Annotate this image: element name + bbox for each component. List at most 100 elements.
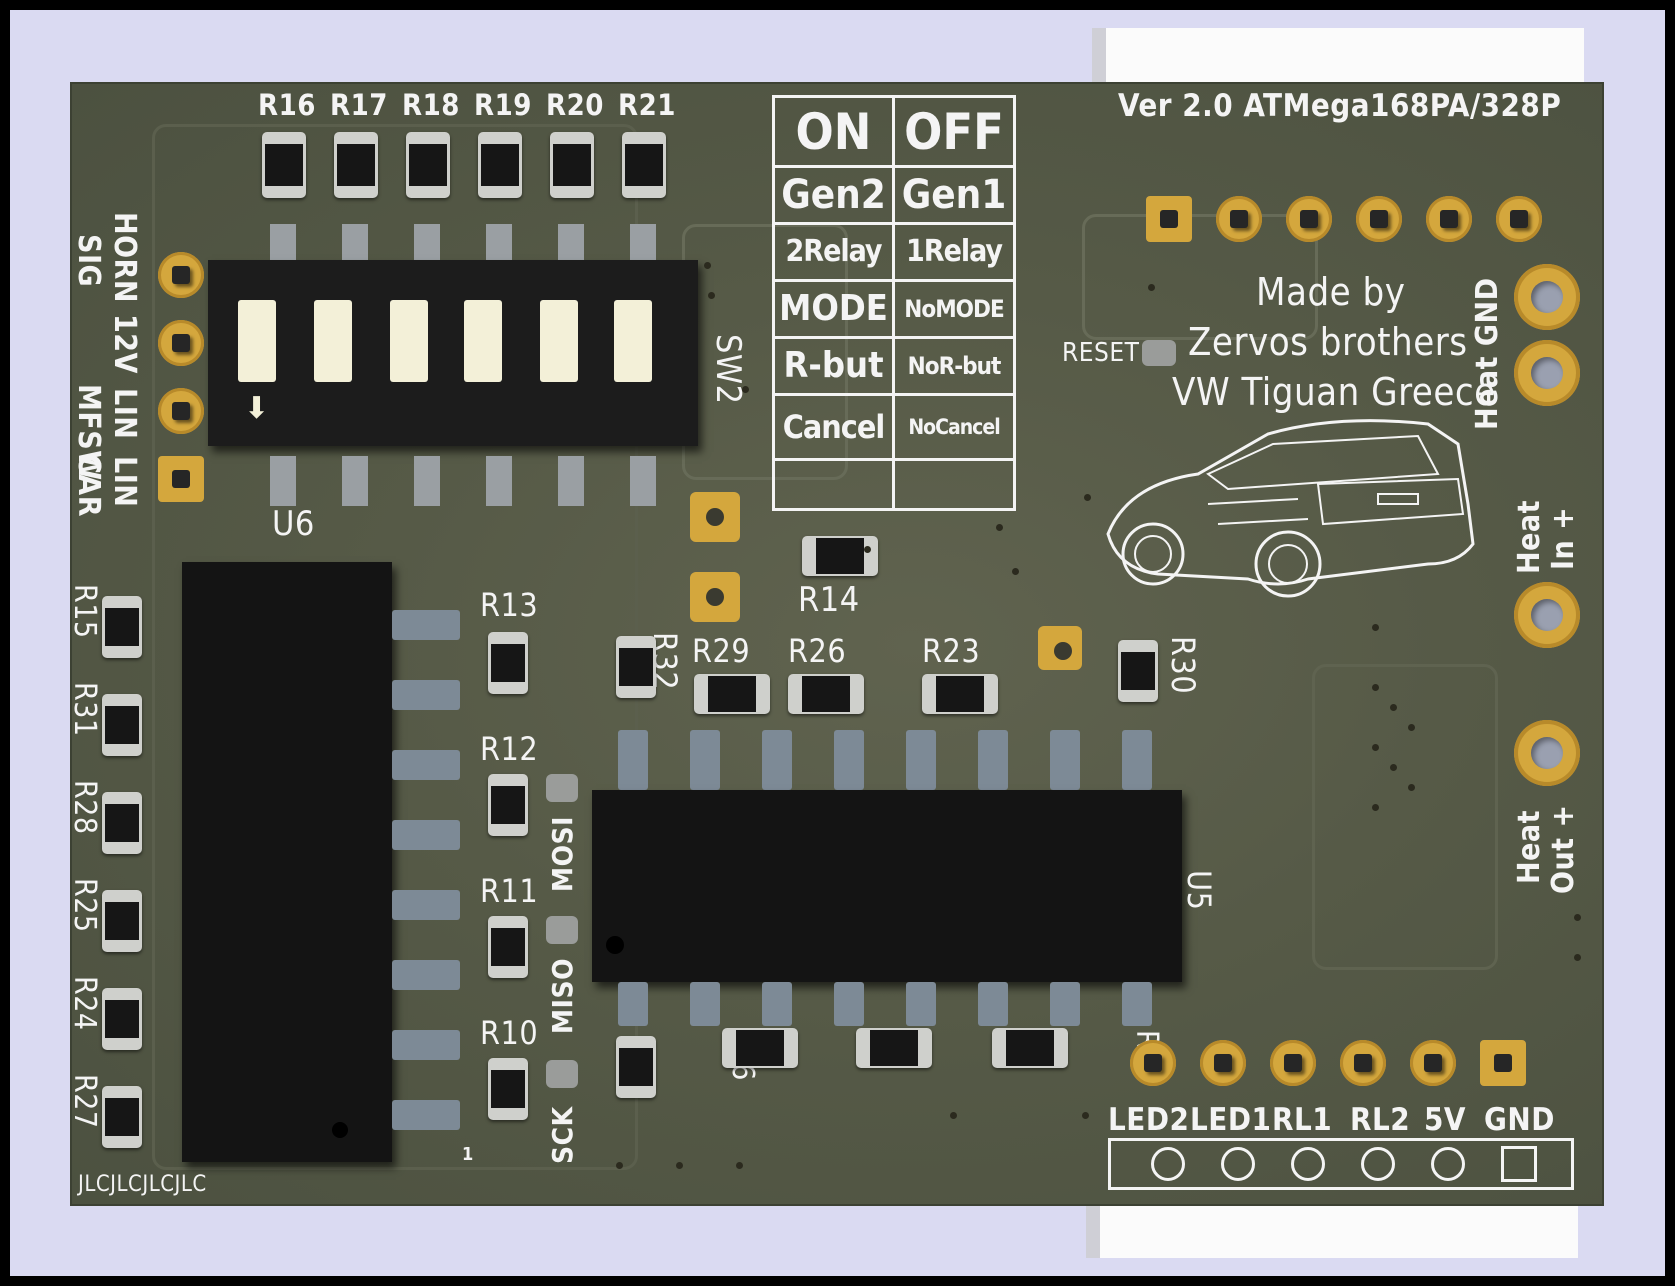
ic-pin — [392, 1100, 460, 1130]
resistor — [694, 674, 770, 714]
test-pad — [1038, 626, 1082, 670]
label-12v: 12V — [107, 314, 142, 374]
table-cell: 2Relay — [785, 234, 883, 269]
switch-toggle-5[interactable] — [540, 300, 578, 382]
ic-pin — [978, 982, 1008, 1026]
table-cell: Cancel — [782, 408, 886, 446]
switch-toggle-2[interactable] — [314, 300, 352, 382]
header-pad — [1356, 196, 1402, 242]
isp-pad-mosi[interactable] — [546, 774, 578, 802]
connector-pad — [158, 252, 204, 298]
dip-switch-sw2[interactable]: ⬇ — [208, 260, 698, 446]
trace — [1312, 664, 1498, 970]
header-pad — [1340, 1040, 1386, 1086]
connector-pad — [158, 456, 204, 502]
ic-pin — [1122, 982, 1152, 1026]
isp-pad-miso[interactable] — [546, 916, 578, 944]
resistor — [102, 1086, 142, 1148]
ic-pin — [392, 1030, 460, 1060]
switch-toggle-6[interactable] — [614, 300, 652, 382]
ref-r31: R31 — [67, 682, 102, 737]
header-pad — [1146, 196, 1192, 242]
ref-u6: U6 — [272, 504, 315, 544]
ic-pin — [906, 730, 936, 790]
pin1-marker — [332, 1122, 348, 1138]
switch-toggle-4[interactable] — [464, 300, 502, 382]
bottom-connector-outline — [1108, 1138, 1574, 1190]
resistor — [488, 774, 528, 836]
mounting-block-bottom — [1086, 1200, 1578, 1258]
ic-pin — [392, 680, 460, 710]
heat-in-label-a: Heat — [1512, 499, 1547, 574]
pin-label-5v: 5V — [1424, 1102, 1466, 1138]
via — [1082, 1112, 1089, 1119]
ref-r11: R11 — [480, 872, 539, 910]
ic-pin — [1050, 730, 1080, 790]
ref-r21: R21 — [618, 88, 676, 122]
resistor — [922, 674, 998, 714]
heat-out-pad — [1514, 720, 1580, 786]
via — [864, 546, 871, 553]
resistor — [856, 1028, 932, 1068]
arrow-down-icon: ⬇ — [244, 391, 270, 426]
table-divider — [892, 98, 895, 508]
switch-toggle-3[interactable] — [390, 300, 428, 382]
table-divider — [775, 165, 1013, 168]
trace — [1082, 214, 1318, 340]
switch-leg — [486, 456, 512, 506]
version-label: Ver 2.0 ATMega168PA/328P — [1118, 88, 1562, 124]
via — [1372, 744, 1379, 751]
label-lin-1: LIN — [107, 388, 142, 440]
via — [1012, 568, 1019, 575]
heat-out-label-b: Out + — [1546, 804, 1581, 894]
via — [676, 1162, 683, 1169]
table-cell: NoMODE — [904, 295, 1004, 323]
table-cell: MODE — [779, 288, 888, 329]
ic-pin — [762, 730, 792, 790]
pin-hole-icon — [1151, 1147, 1185, 1181]
via — [708, 292, 715, 299]
heat-in-pad — [1514, 582, 1580, 648]
pin1-marker — [606, 936, 624, 954]
label-lin-2: LIN — [107, 456, 142, 508]
resistor — [102, 694, 142, 756]
resistor — [102, 596, 142, 658]
ref-r24: R24 — [67, 976, 102, 1031]
header-pad — [1480, 1040, 1526, 1086]
header-pad — [1426, 196, 1472, 242]
ic-pin — [690, 730, 720, 790]
heat-gnd-label: Heat GND — [1470, 277, 1505, 430]
ref-r28: R28 — [67, 780, 102, 835]
resistor — [992, 1028, 1068, 1068]
isp-label-sck: SCK — [546, 1106, 579, 1164]
jlc-order-text: JLCJLCJLCJLC — [78, 1172, 207, 1197]
ic-pin — [392, 610, 460, 640]
table-cell: R-but — [783, 345, 884, 386]
isp-label-mosi: MOSI — [546, 816, 579, 892]
ic-pin — [392, 890, 460, 920]
connector-pad — [158, 320, 204, 366]
resistor — [262, 132, 306, 198]
car-illustration — [1106, 419, 1475, 598]
heat-gnd-pad — [1514, 264, 1580, 330]
pin-label-rl1: RL1 — [1272, 1102, 1333, 1138]
ref-r15: R15 — [67, 584, 102, 639]
resistor — [1118, 640, 1158, 702]
ic-pin — [762, 982, 792, 1026]
reset-pad[interactable] — [1142, 340, 1176, 366]
switch-leg — [270, 456, 296, 506]
test-pad — [690, 492, 740, 542]
table-cell: NoR-but — [907, 352, 1002, 380]
switch-toggle-1[interactable] — [238, 300, 276, 382]
label-car: CAR — [71, 454, 106, 517]
table-divider — [775, 222, 1013, 225]
table-cell: 1Relay — [906, 234, 1003, 269]
isp-pad-sck[interactable] — [546, 1060, 578, 1088]
resistor — [488, 1058, 528, 1120]
resistor — [622, 132, 666, 198]
via — [1390, 704, 1397, 711]
label-sig: SIG — [71, 234, 106, 288]
ref-r25: R25 — [67, 878, 102, 933]
switch-leg — [414, 456, 440, 506]
via — [1574, 914, 1581, 921]
